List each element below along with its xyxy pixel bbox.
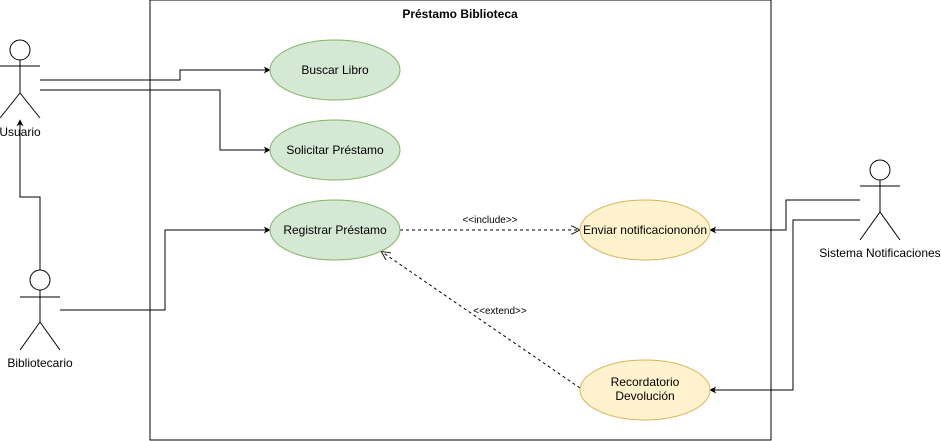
- use-case-label-enviar-notificacion: Enviar notificaciononón: [583, 223, 707, 237]
- use-case-enviar-notificacion[interactable]: Enviar notificaciononón: [579, 199, 711, 261]
- use-case-label-buscar-libro: Buscar Libro: [301, 63, 369, 77]
- use-case-label-registrar-prestamo: Registrar Préstamo: [283, 223, 387, 237]
- use-case-label-solicitar-prestamo: Solicitar Préstamo: [286, 143, 384, 157]
- edge-usuario-solicitar-prestamo[interactable]: [40, 89, 271, 154]
- actor-bibliotecario[interactable]: Bibliotecario: [7, 269, 73, 370]
- edge-sistema-recordatorio[interactable]: [709, 219, 860, 394]
- edge-bibliotecario-usuario[interactable]: [16, 119, 41, 270]
- include-label: <<include>>: [462, 215, 517, 226]
- edge-bibliotecario-registrar-prestamo[interactable]: [60, 226, 271, 311]
- actor-label-sistema-notificaciones: Sistema Notificaciones: [819, 246, 940, 260]
- use-case-buscar-libro[interactable]: Buscar Libro: [269, 39, 401, 101]
- use-case-registrar-prestamo[interactable]: Registrar Préstamo: [269, 199, 401, 261]
- edge-sistema-enviar-notificacion[interactable]: [709, 199, 860, 234]
- use-case-recordatorio-devolucion[interactable]: Recordatorio Devolución: [579, 359, 711, 421]
- actor-label-bibliotecario: Bibliotecario: [7, 356, 73, 370]
- system-boundary[interactable]: [149, 0, 772, 441]
- edge-usuario-buscar-libro[interactable]: [40, 66, 271, 81]
- actor-usuario[interactable]: Usuario: [0, 39, 41, 139]
- extend-label: <<extend>>: [473, 306, 527, 317]
- use-case-label-recordatorio-line1: Recordatorio: [611, 375, 680, 389]
- actor-sistema-notificaciones[interactable]: Sistema Notificaciones: [819, 159, 941, 260]
- system-title: Préstamo Biblioteca: [402, 7, 518, 21]
- edge-extend[interactable]: [382, 252, 581, 389]
- use-case-label-recordatorio-line2: Devolución: [615, 389, 674, 403]
- use-case-solicitar-prestamo[interactable]: Solicitar Préstamo: [269, 119, 401, 181]
